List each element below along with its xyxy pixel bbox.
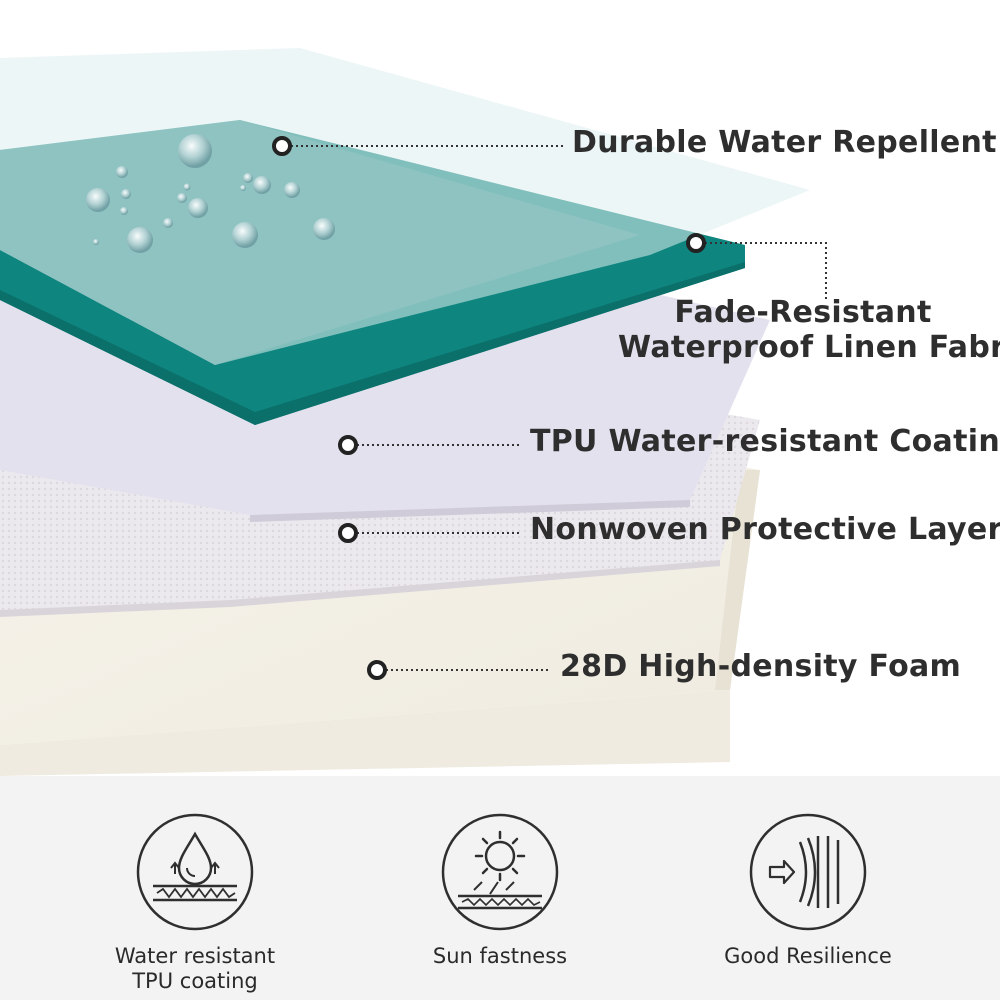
layer-illustration	[0, 48, 827, 776]
callout-nonwoven	[338, 523, 522, 543]
caption-line: Water resistant	[114, 944, 276, 968]
label-tpu-coating: TPU Water-resistant Coating	[530, 424, 1000, 459]
water-drop-icon	[136, 813, 254, 931]
water-droplets	[86, 134, 335, 253]
resilience-icon	[749, 813, 867, 931]
caption-line: Sun fastness	[432, 944, 568, 968]
feature-strip: Water resistant TPU coating	[0, 776, 1000, 1000]
label-fabric-line-2: Waterproof Linen Fabric	[618, 329, 1000, 365]
foam-layer-side	[715, 470, 760, 690]
tpu-layer-edge	[250, 500, 690, 522]
callout-fabric	[686, 233, 827, 300]
feature-caption-good-resilience: Good Resilience	[678, 944, 938, 969]
caption-line: Good Resilience	[724, 944, 892, 968]
label-fabric: Fade-Resistant Waterproof Linen Fabric	[618, 295, 1000, 365]
feature-caption-sun-fastness: Sun fastness	[370, 944, 630, 969]
callout-tpu	[338, 435, 522, 455]
sun-icon	[441, 813, 559, 931]
feature-good-resilience: Good Resilience	[678, 776, 938, 1000]
label-durable-water-repellent: Durable Water Repellent	[572, 125, 997, 160]
label-foam: 28D High-density Foam	[560, 649, 962, 684]
dwr-film-teal	[0, 120, 640, 365]
fabric-layer-shade	[0, 262, 745, 425]
feature-sun-fastness: Sun fastness	[370, 776, 630, 1000]
label-nonwoven-layer: Nonwoven Protective Layer	[530, 512, 1000, 547]
nonwoven-layer-edge	[0, 560, 720, 617]
callout-foam	[367, 660, 550, 680]
foam-layer-front	[0, 690, 730, 776]
feature-water-resistant: Water resistant TPU coating	[65, 776, 325, 1000]
feature-caption-water-resistant: Water resistant TPU coating	[65, 944, 325, 994]
label-fabric-line-1: Fade-Resistant	[674, 295, 932, 330]
callout-dwr	[272, 136, 566, 156]
caption-line: TPU coating	[132, 969, 258, 994]
